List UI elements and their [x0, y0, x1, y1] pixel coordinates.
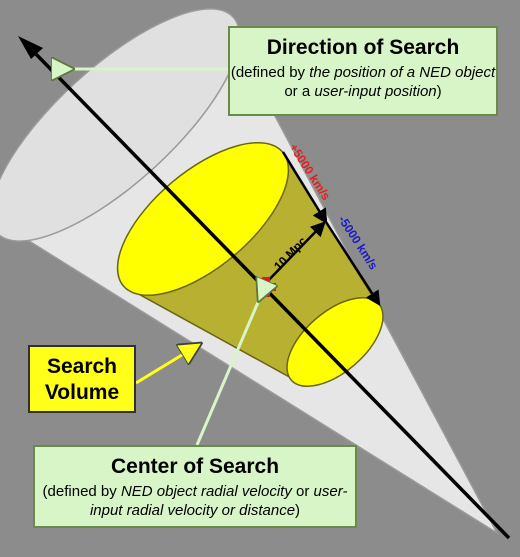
direction-note: (defined by the position of a NED object… — [230, 63, 496, 101]
center-note-italic: NED object radial velocity — [120, 483, 292, 500]
direction-note-italic: user-input position — [314, 83, 437, 100]
direction-title: Direction of Search — [266, 36, 460, 59]
volume-pointer-arrow — [135, 344, 200, 385]
direction-note-part: ) — [436, 83, 442, 100]
center-pointer-arrow — [195, 300, 259, 446]
center-note-italic: user-input radial velocity or distance — [89, 483, 348, 519]
search-volume-label: Search Volume — [28, 345, 136, 413]
center-note-part: or — [291, 483, 314, 500]
volume-line-2: Volume — [44, 381, 120, 404]
center-of-search-label: Center of Search (defined by NED object … — [33, 445, 357, 528]
volume-line-1: Search — [46, 355, 118, 378]
direction-note-italic: the position of a NED object — [309, 64, 496, 81]
center-title: Center of Search — [110, 455, 280, 478]
direction-of-search-label: Direction of Search (defined by the posi… — [228, 26, 498, 116]
pointer-arrows — [72, 69, 259, 446]
direction-note-part: or a — [284, 83, 315, 100]
center-note-part: (defined by — [42, 483, 121, 500]
center-note: (defined by NED object radial velocity o… — [35, 482, 355, 520]
center-note-part: ) — [295, 502, 301, 519]
axis-arrowhead — [18, 36, 43, 59]
direction-note-part: (defined by — [230, 64, 310, 81]
